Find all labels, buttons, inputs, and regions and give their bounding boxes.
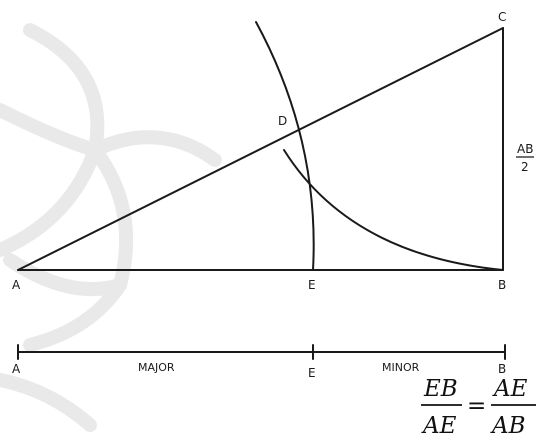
equation-right-denominator: AB [490, 413, 526, 439]
equation-equals-sign: = [467, 393, 486, 419]
equation-right-numerator: AE [492, 376, 528, 402]
segment-label-a: A [12, 362, 21, 376]
side-label-denominator: 2 [521, 160, 529, 174]
arc-from-a-de [255, 21, 315, 271]
label-point-a: A [12, 278, 21, 292]
label-point-e: E [308, 278, 316, 292]
segment-label-major: MAJOR [138, 361, 175, 374]
label-point-d: D [278, 114, 287, 128]
equation-left-numerator: EB [423, 376, 458, 402]
watermark-ornament [0, 23, 222, 432]
equation-left-denominator: AE [421, 413, 457, 439]
side-label-numerator: AB [517, 142, 533, 156]
segment-label-e: E [308, 366, 316, 380]
golden-ratio-equation: EB AE = AE AB [421, 376, 536, 439]
hypotenuse-line-ac [17, 27, 504, 271]
label-point-c: C [498, 10, 506, 24]
label-point-b: B [498, 278, 506, 292]
arc-from-c-bd [283, 149, 504, 271]
segment-label-minor: MINOR [382, 361, 420, 374]
segment-label-b: B [498, 362, 506, 376]
